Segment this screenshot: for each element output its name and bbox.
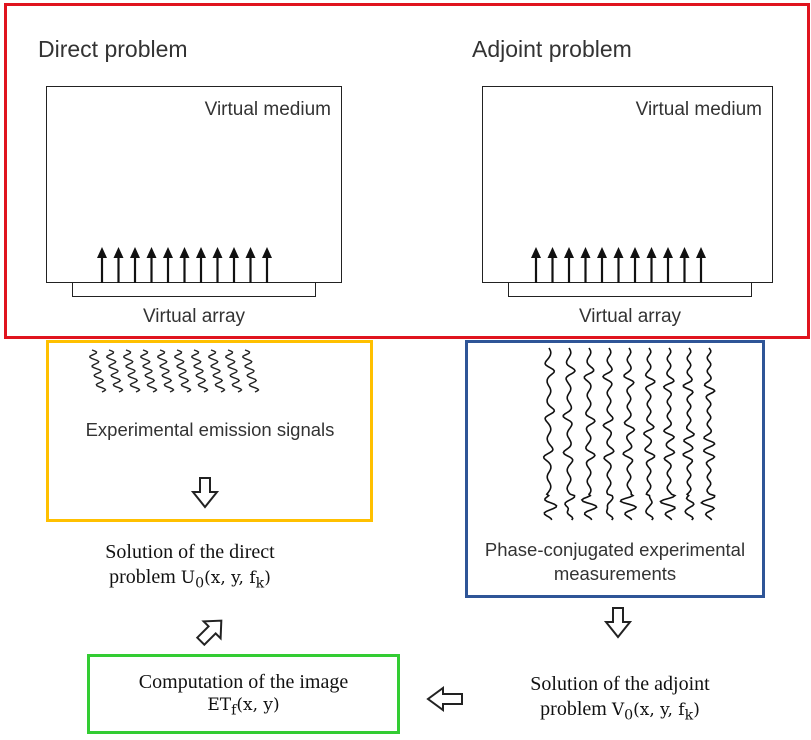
conjugated-trace-3: [580, 347, 598, 521]
conjugated-trace-8: [682, 347, 696, 521]
emission-wave-3: [123, 349, 141, 393]
direct-solution-math: U0(x, y, fk): [180, 568, 271, 592]
adjoint-arrow-10: [679, 247, 690, 283]
adjoint-arrow-11: [696, 247, 706, 283]
adjoint-arrow-3: [564, 247, 574, 283]
direct-solution-line1: Solution of the direct: [105, 541, 275, 563]
emission-wave-2: [106, 349, 124, 393]
adjoint-arrow-1: [531, 247, 541, 283]
direct-arrow-9: [229, 247, 239, 283]
emission-wave-10: [242, 349, 260, 393]
measurements-label: Phase-conjugated experimental measuremen…: [484, 539, 746, 585]
direct-arrow-4: [146, 247, 157, 283]
conjugated-trace-1: [542, 347, 558, 521]
emission-wave-6: [174, 349, 192, 393]
adjoint-solution-label: Solution of the adjoint problem V0(x, y,…: [470, 672, 770, 725]
emission-wave-4: [140, 349, 158, 393]
emission-wave-1: [89, 349, 107, 393]
emission-wave-7: [191, 349, 209, 393]
direct-problem-heading: Direct problem: [38, 36, 188, 62]
measurements-frame: [465, 340, 765, 598]
emission-wave-5: [157, 349, 175, 393]
direct-solution-label: Solution of the direct problem U0(x, y, …: [40, 540, 340, 593]
direct-array-label: Virtual array: [142, 306, 246, 327]
adjoint-arrows-icon: [531, 247, 706, 283]
down-arrow-icon-direct: [190, 477, 220, 509]
direct-arrow-10: [245, 247, 256, 283]
conjugated-trace-7: [659, 347, 677, 521]
image-computation-line1: Computation of the image: [138, 671, 349, 693]
adjoint-problem-heading: Adjoint problem: [472, 36, 632, 62]
direct-arrow-1: [97, 247, 107, 283]
direct-arrows-icon: [97, 247, 272, 283]
direct-medium-label: Virtual medium: [204, 99, 331, 120]
conjugated-trace-6: [642, 347, 656, 521]
emission-signals-frame: [46, 340, 373, 522]
adjoint-arrow-7: [630, 247, 640, 283]
image-computation-math: ETf(x, y): [207, 695, 280, 719]
direct-virtual-array: [72, 283, 316, 297]
adjoint-arrow-5: [597, 247, 607, 283]
direct-arrow-3: [130, 247, 140, 283]
emission-wave-8: [208, 349, 226, 393]
image-computation-label: Computation of the image ETf(x, y): [87, 670, 400, 720]
diagonal-arrow-icon: [195, 619, 223, 647]
adjoint-solution-line2: problem V0(x, y, fk): [540, 698, 700, 724]
conjugated-trace-2: [562, 347, 576, 521]
adjoint-solution-line1: Solution of the adjoint: [530, 673, 710, 695]
adjoint-virtual-array: [508, 283, 752, 297]
direct-arrow-6: [179, 247, 190, 283]
conjugated-trace-5: [619, 347, 638, 521]
adjoint-arrow-2: [547, 247, 558, 283]
conjugated-trace-4: [602, 347, 615, 521]
direct-arrow-2: [113, 247, 124, 283]
direct-arrow-5: [163, 247, 173, 283]
direct-arrow-11: [262, 247, 272, 283]
emission-signals-label: Experimental emission signals: [85, 419, 335, 440]
direct-arrow-8: [212, 247, 223, 283]
wavy-signal-icon: [89, 349, 260, 393]
image-computation-frame: [87, 654, 400, 734]
direct-arrow-7: [196, 247, 206, 283]
direct-solution-line2: problem U0(x, y, fk): [109, 566, 271, 592]
adjoint-medium-label: Virtual medium: [635, 99, 762, 120]
seismic-trace-icon: [542, 347, 716, 521]
adjoint-virtual-medium: Virtual medium: [482, 86, 773, 283]
emission-wave-9: [225, 349, 243, 393]
adjoint-arrow-8: [646, 247, 657, 283]
adjoint-solution-math: V0(x, y, fk): [611, 700, 700, 724]
adjoint-arrow-6: [613, 247, 624, 283]
problem-frame: [4, 3, 810, 339]
adjoint-arrow-9: [663, 247, 673, 283]
left-arrow-icon: [426, 686, 463, 712]
down-arrow-icon-adjoint: [603, 607, 633, 639]
direct-virtual-medium: Virtual medium: [46, 86, 342, 283]
adjoint-array-label: Virtual array: [578, 306, 682, 327]
adjoint-arrow-4: [580, 247, 591, 283]
conjugated-trace-9: [700, 347, 716, 521]
